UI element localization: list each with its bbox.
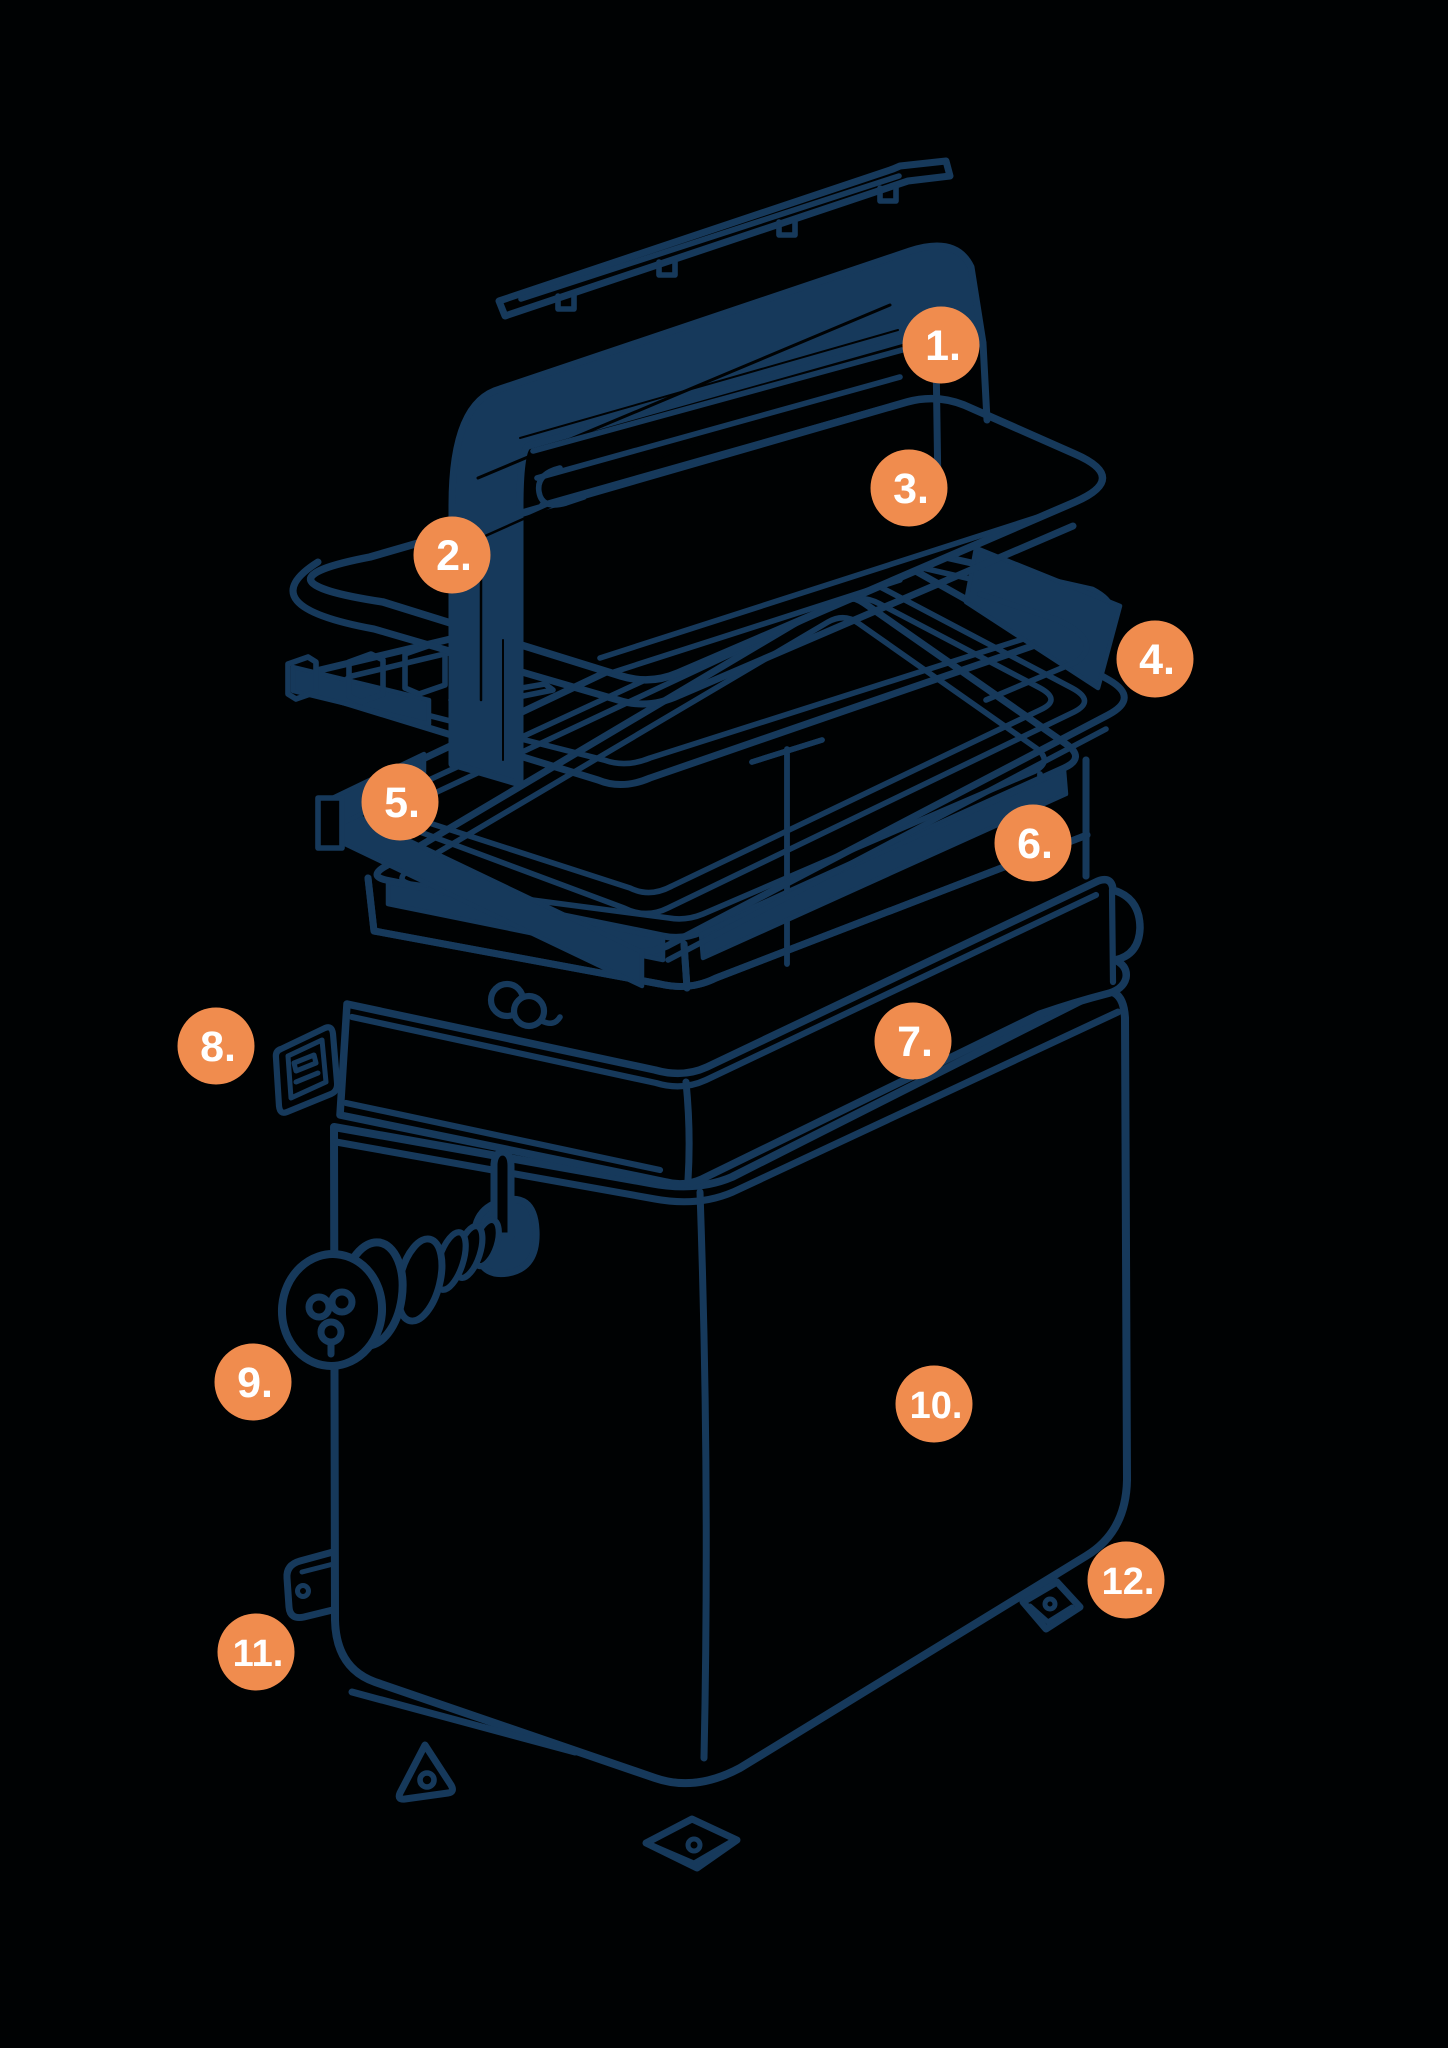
- svg-text:7.: 7.: [897, 1018, 933, 1066]
- svg-text:11.: 11.: [233, 1633, 284, 1675]
- svg-text:6.: 6.: [1017, 820, 1053, 868]
- svg-text:1.: 1.: [925, 322, 961, 370]
- svg-text:5.: 5.: [384, 779, 420, 827]
- svg-text:9.: 9.: [237, 1359, 273, 1407]
- svg-text:3.: 3.: [893, 465, 929, 513]
- svg-text:2.: 2.: [436, 532, 472, 580]
- svg-text:10.: 10.: [910, 1385, 963, 1427]
- svg-text:12.: 12.: [1102, 1561, 1155, 1603]
- svg-text:8.: 8.: [200, 1023, 236, 1071]
- svg-text:4.: 4.: [1139, 636, 1175, 684]
